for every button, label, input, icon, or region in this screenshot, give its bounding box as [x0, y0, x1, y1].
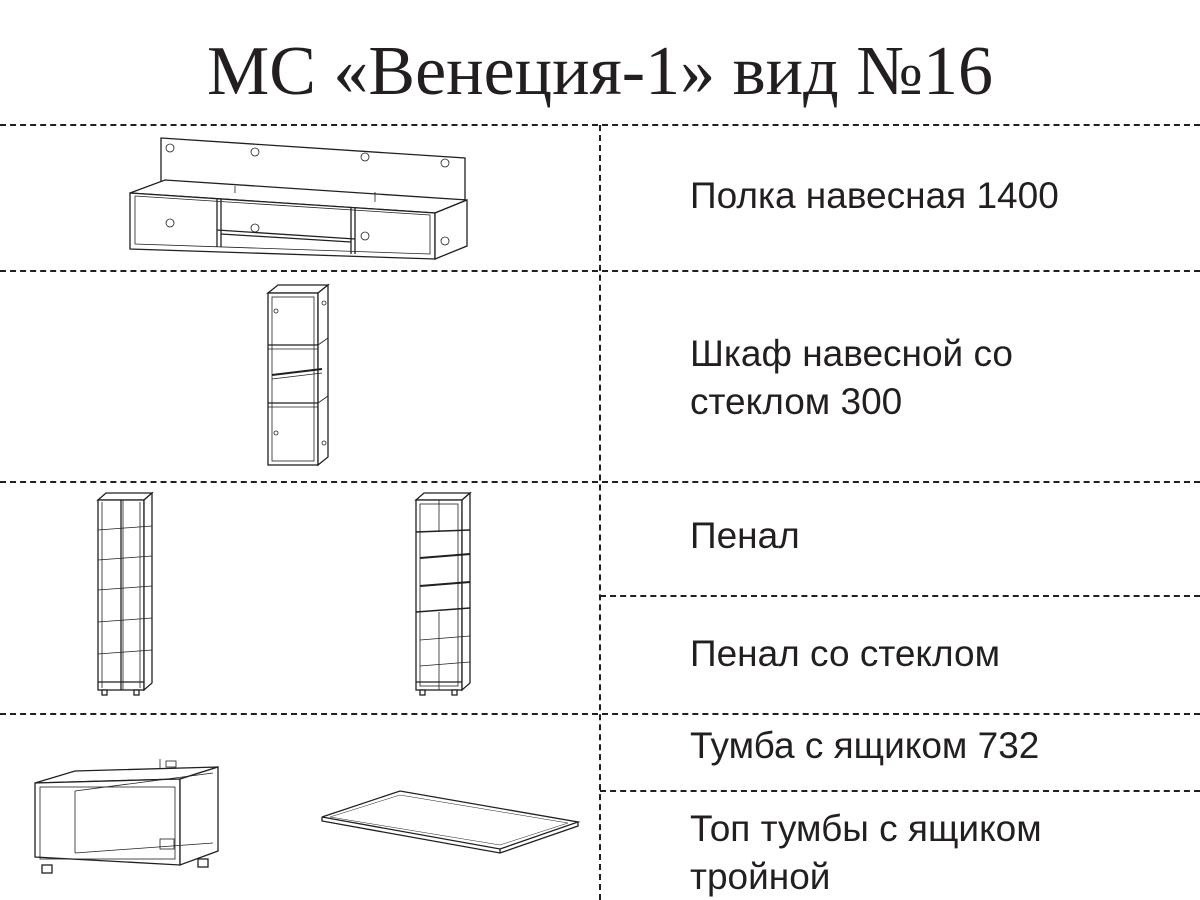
- row-divider: [600, 790, 1200, 792]
- top-panel-drawing: [318, 787, 583, 862]
- tall-cabinet-glass-drawing: [410, 490, 475, 700]
- item-label-drawer-unit: Тумба с ящиком 732: [690, 725, 1040, 766]
- item-label-top-line2: тройной: [690, 856, 831, 897]
- wall-shelf-drawing: [125, 130, 475, 265]
- item-label-tall-cabinet: Пенал: [690, 515, 800, 556]
- document-title: МС «Венеция-1» вид №16: [206, 33, 994, 110]
- tall-cabinet-drawing: [92, 490, 157, 700]
- column-divider: [599, 125, 601, 900]
- row-divider: [600, 595, 1200, 597]
- item-label-wall-shelf: Полка навесная 1400: [690, 175, 1059, 216]
- item-label-wall-cabinet-line1: Шкаф навесной со: [690, 333, 1013, 374]
- item-label-tall-cabinet-glass: Пенал со стеклом: [690, 633, 1001, 674]
- item-label-top-line1: Топ тумбы с ящиком: [690, 808, 1042, 849]
- item-label-wall-cabinet-line2: стеклом 300: [690, 381, 903, 422]
- drawer-unit-drawing: [30, 755, 225, 875]
- wall-cabinet-drawing: [262, 283, 334, 471]
